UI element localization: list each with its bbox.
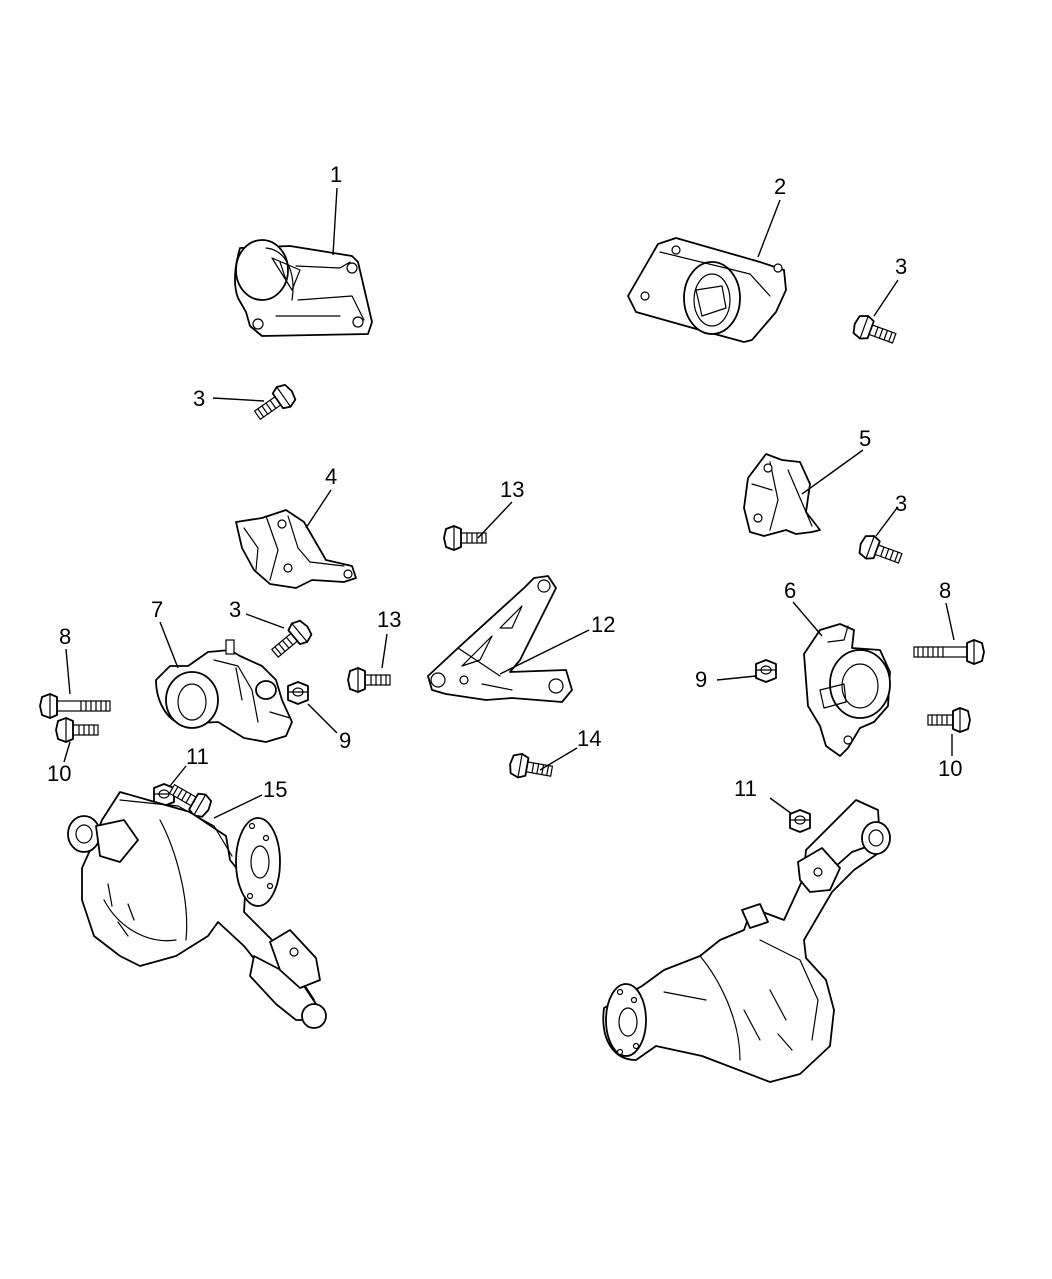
callout-5: 5 — [859, 426, 871, 451]
callout-3-c: 3 — [895, 491, 907, 516]
nut-11-right — [789, 809, 811, 833]
bolt-10-right — [927, 707, 971, 733]
bolt-8-right — [913, 639, 985, 665]
callout-7: 7 — [151, 597, 163, 622]
bolt-13-b — [347, 667, 391, 693]
bolt-8-left — [39, 693, 111, 719]
engine-insulator-right — [803, 623, 891, 757]
bolt-14 — [507, 751, 555, 784]
engine-mount-bracket-left — [234, 239, 373, 337]
engine-mount-bracket-right — [627, 237, 787, 343]
callout-10-left: 10 — [47, 761, 71, 786]
callout-13-b: 13 — [377, 607, 401, 632]
callout-6: 6 — [784, 578, 796, 603]
front-axle-differential-left — [67, 791, 327, 1029]
bolt-3-a — [249, 380, 300, 426]
callout-11-right: 11 — [734, 776, 757, 801]
bolt-13-a — [443, 525, 487, 551]
nut-9-right — [755, 659, 777, 683]
callout-12: 12 — [591, 612, 615, 637]
callout-8-right: 8 — [939, 578, 951, 603]
callout-9-left: 9 — [339, 728, 351, 753]
callout-11-left: 11 — [186, 744, 209, 769]
callout-labels: 1 2 3 3 3 3 4 5 6 7 8 8 9 9 10 10 11 11 … — [47, 162, 962, 802]
nut-9-left — [287, 681, 309, 705]
callout-3-d: 3 — [229, 597, 241, 622]
support-bracket-right — [743, 453, 821, 537]
bolt-10-left — [55, 717, 99, 743]
callout-10-right: 10 — [938, 756, 962, 781]
callout-15: 15 — [263, 777, 287, 802]
callout-14: 14 — [577, 726, 601, 751]
leader-lines — [63, 187, 955, 819]
bolt-3-c — [855, 531, 906, 571]
engine-insulator-left — [155, 639, 293, 743]
callout-9-right: 9 — [695, 667, 707, 692]
front-axle-differential-right — [602, 799, 891, 1083]
center-support-bracket — [427, 575, 573, 703]
callout-2: 2 — [774, 174, 786, 199]
bolt-3-b — [849, 311, 900, 351]
callout-3-b: 3 — [895, 254, 907, 279]
callout-1: 1 — [330, 162, 342, 187]
callout-13-a: 13 — [500, 477, 524, 502]
callout-3-a: 3 — [193, 386, 205, 411]
callout-4: 4 — [325, 464, 337, 489]
callout-8-left: 8 — [59, 624, 71, 649]
support-bracket-left — [235, 509, 357, 589]
